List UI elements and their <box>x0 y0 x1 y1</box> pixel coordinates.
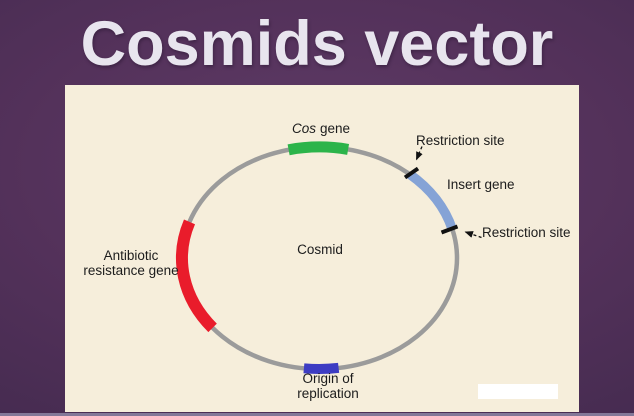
insert-gene-arc <box>406 170 457 231</box>
restriction-site-tick-bottom <box>440 224 459 235</box>
cos-gene-label-rest: gene <box>319 121 351 136</box>
antibiotic-resistance-gene-label: Antibiotic resistance gene <box>67 248 195 278</box>
origin-of-replication-label: Origin of replication <box>268 371 388 401</box>
cos-gene-label-italic: Cos <box>291 121 316 136</box>
origin-of-replication-line2: replication <box>297 386 359 401</box>
arrow-to-restriction-site-top <box>415 146 423 161</box>
origin-of-replication-line1: Origin of <box>302 371 354 386</box>
restriction-site-tick-top <box>403 166 420 180</box>
antibiotic-resistance-gene-arc <box>175 219 217 333</box>
insert-gene-label: Insert gene <box>447 177 515 192</box>
antibiotic-resistance-line1: Antibiotic <box>103 248 159 263</box>
page-title: Cosmids vector <box>80 9 554 79</box>
antibiotic-resistance-line2: resistance gene <box>83 263 179 278</box>
cos-gene-arc <box>287 141 350 156</box>
bottom-accent-strip <box>0 413 634 416</box>
origin-of-replication-arc <box>303 362 340 374</box>
cosmid-center-label: Cosmid <box>297 242 343 257</box>
arrow-to-restriction-site-bottom <box>464 231 482 239</box>
cosmid-diagram <box>175 141 482 374</box>
restriction-site-top-label: Restriction site <box>416 133 505 148</box>
restriction-site-bottom-label: Restriction site <box>482 225 571 240</box>
watermark-cover-box <box>478 384 558 399</box>
